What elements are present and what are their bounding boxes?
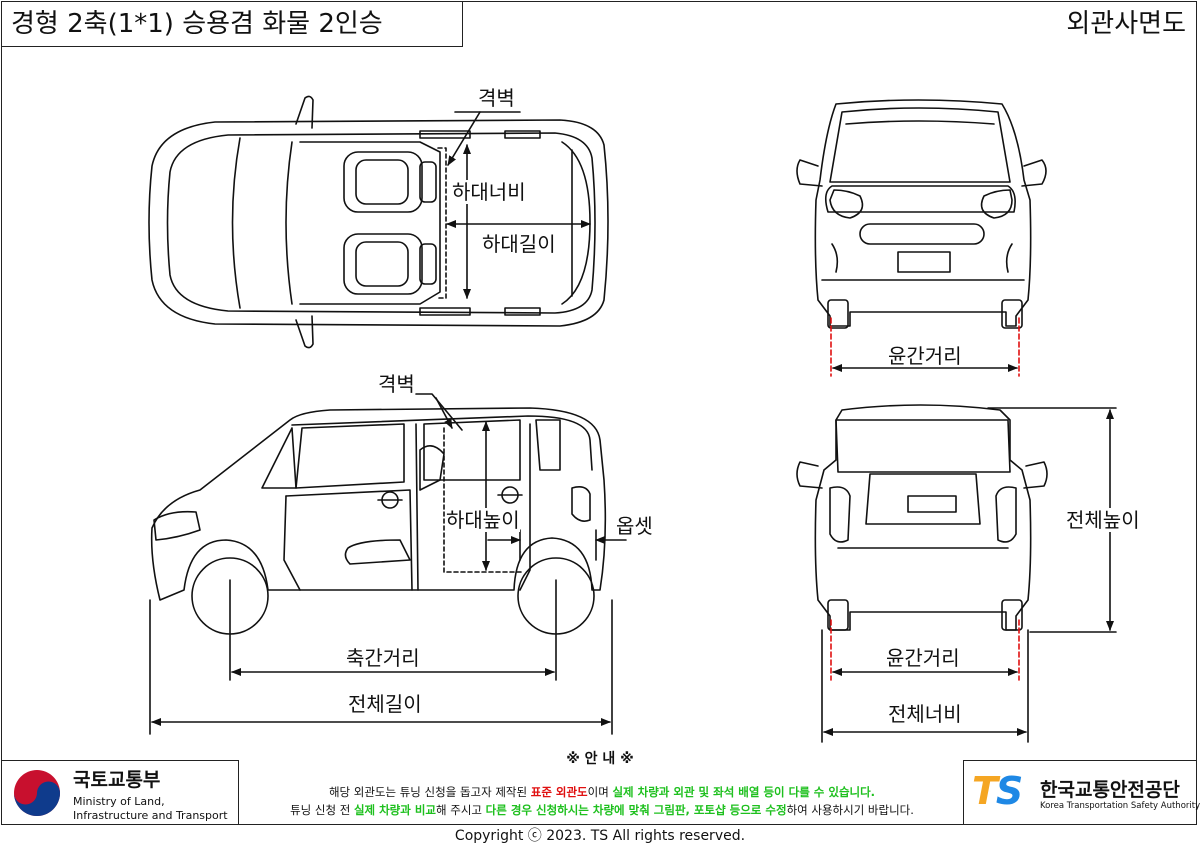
top-view	[148, 95, 609, 349]
label-cargo-length: 하대길이	[482, 232, 556, 256]
notice-highlight: 표준 외관도	[530, 785, 588, 799]
notice-line-1: 해당 외관도는 튜닝 신청을 돕고자 제작된 표준 외관도이며 실제 차량과 외…	[242, 784, 962, 800]
sheet-border	[1, 1, 1197, 825]
ts-name-en: Korea Transportation Safety Authority	[1040, 801, 1200, 811]
label-partition-top: 격벽	[478, 86, 515, 110]
label-track-front: 윤간거리	[888, 344, 962, 368]
ts-name-ko: 한국교통안전공단	[1040, 779, 1180, 801]
notice-text: 하여 사용하시기 바랍니다.	[786, 803, 914, 817]
notice-text: 해당 외관도는 튜닝 신청을 돕고자 제작된	[328, 785, 531, 799]
ts-logo-block: TS 한국교통안전공단 Korea Transportation Safety …	[963, 760, 1200, 824]
ministry-name-ko: 국토교통부	[73, 769, 161, 791]
front-view	[796, 99, 1047, 377]
ministry-name-en-1: Ministry of Land,	[73, 795, 165, 808]
label-partition-side: 격벽	[378, 372, 415, 396]
ts-logo-s: S	[995, 769, 1023, 813]
taegeuk-logo-icon	[14, 770, 60, 816]
label-overall-width: 전체너비	[888, 702, 962, 726]
notice-title: ※ 안 내 ※	[566, 751, 634, 767]
rear-view	[796, 404, 1117, 743]
ts-logo-t: T	[972, 769, 998, 813]
notice-text: 이며	[587, 785, 613, 799]
ministry-logo-block: 국토교통부 Ministry of Land, Infrastructure a…	[1, 760, 239, 824]
label-cargo-height: 하대높이	[446, 508, 520, 532]
notice-highlight: 다른 경우 신청하시는 차량에 맞춰 그림판, 포토샵 등으로 수정	[485, 803, 787, 817]
label-offset: 옵셋	[616, 514, 653, 538]
label-wheelbase: 축간거리	[346, 646, 420, 670]
label-track-rear: 윤간거리	[886, 646, 960, 670]
notice-line-2: 튜닝 신청 전 실제 차량과 비교해 주시고 다른 경우 신청하시는 차량에 맞…	[242, 802, 962, 818]
copyright: Copyright ⓒ 2023. TS All rights reserved…	[454, 828, 746, 844]
notice-text: 튜닝 신청 전	[290, 803, 354, 817]
vehicle-type-title: 경형 2축(1*1) 승용겸 화물 2인승	[1, 1, 463, 47]
ministry-name-en-2: Infrastructure and Transport	[73, 809, 228, 822]
ts-logo-text: TS	[972, 769, 1023, 813]
view-name: 외관사면도	[1066, 9, 1186, 39]
label-cargo-width: 하대너비	[452, 180, 526, 204]
notice-highlight: 실제 차량과 외관 및 좌석 배열 등이 다를 수 있습니다.	[612, 785, 876, 799]
notice-highlight: 실제 차량과 비교	[353, 803, 437, 817]
label-overall-length: 전체길이	[348, 692, 422, 716]
notice-text: 해 주시고	[436, 803, 486, 817]
label-overall-height: 전체높이	[1066, 508, 1140, 532]
side-view	[149, 393, 627, 735]
